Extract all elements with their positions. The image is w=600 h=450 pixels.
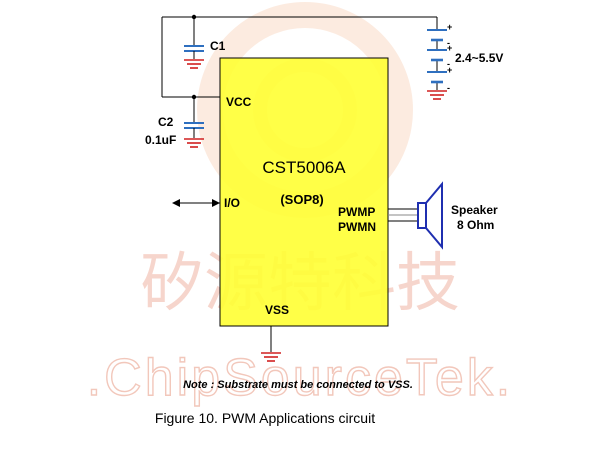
ground-icon <box>184 59 204 69</box>
chip-name: CST5006A <box>262 158 346 177</box>
substrate-note: Note : Substrate must be connected to VS… <box>183 379 413 391</box>
watermark-english-text: .ChipSourceTek. <box>87 349 514 407</box>
chip-body <box>219 57 389 327</box>
capacitor-c2-icon <box>184 122 204 138</box>
svg-text:-: - <box>447 38 450 48</box>
c2-value: 0.1uF <box>145 133 176 147</box>
speaker-value: 8 Ohm <box>457 218 494 232</box>
svg-text:+: + <box>447 43 452 53</box>
battery-voltage: 2.4~5.5V <box>455 51 503 65</box>
junction-dot <box>191 94 197 100</box>
svg-text:-: - <box>447 83 450 93</box>
c1-label: C1 <box>210 39 226 53</box>
svg-text:+: + <box>447 22 452 32</box>
vss-pin-label: VSS <box>265 303 289 317</box>
figure-caption: Figure 10. PWM Applications circuit <box>155 410 375 426</box>
wires <box>161 16 438 352</box>
ground-icon <box>427 90 447 100</box>
pwmp-pin-label: PWMP <box>338 205 375 219</box>
vcc-pin-label: VCC <box>226 95 252 109</box>
c2-label: C2 <box>158 115 174 129</box>
junction-dot <box>191 14 197 20</box>
pwmn-pin-label: PWMN <box>338 220 376 234</box>
chip-package: (SOP8) <box>280 192 323 207</box>
speaker-icon <box>417 181 443 250</box>
io-pin-label: I/O <box>224 196 240 210</box>
svg-text:+: + <box>447 65 452 75</box>
ground-icon <box>184 138 204 148</box>
battery-icon: + - + - + - <box>427 22 452 93</box>
svg-text:-: - <box>447 59 450 69</box>
capacitor-c1-icon <box>184 45 204 59</box>
ground-icon <box>261 352 281 362</box>
speaker-label: Speaker <box>451 203 498 217</box>
io-arrow-icon <box>172 199 220 207</box>
